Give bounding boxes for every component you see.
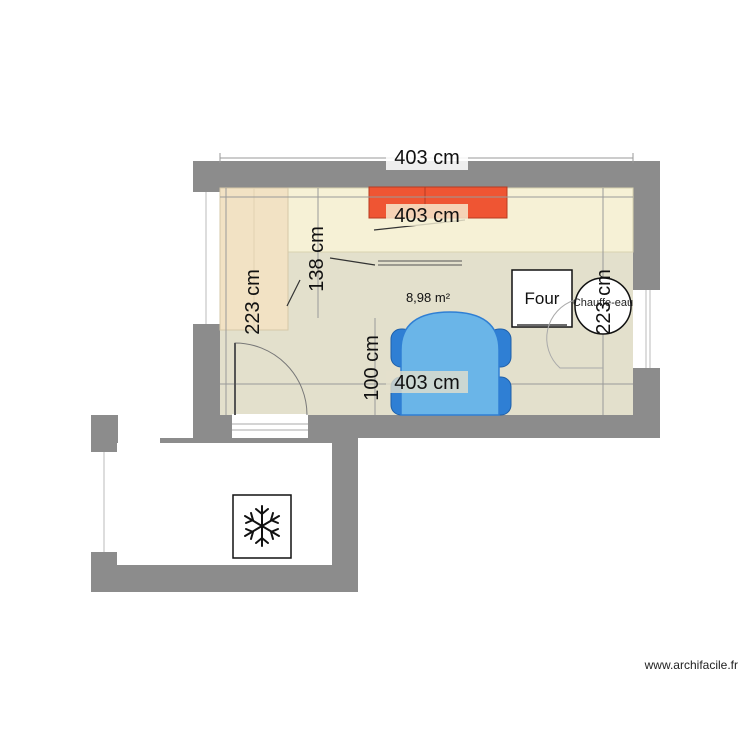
back-room-top-window xyxy=(118,415,160,443)
back-room-floor xyxy=(117,443,332,565)
dim-bottom-width: 403 cm xyxy=(394,372,460,394)
dim-left-height: 223 cm xyxy=(242,269,264,335)
water-heater-label: Chauffe-eau xyxy=(573,297,633,309)
dim-counter-width: 403 cm xyxy=(394,205,460,227)
oven-label: Four xyxy=(525,289,560,308)
footer-credit: www.archifacile.fr xyxy=(644,658,738,672)
oven xyxy=(511,269,573,328)
water-heater xyxy=(574,277,632,335)
dim-counter-depth: 138 cm xyxy=(306,226,328,292)
dining-table xyxy=(400,311,500,416)
dim-right-height: 223 cm xyxy=(593,269,615,335)
kitchen-doorway xyxy=(232,414,308,440)
snowflake-icon xyxy=(244,505,280,547)
dim-top-width: 403 cm xyxy=(394,147,460,169)
dim-table-depth: 100 cm xyxy=(361,335,383,401)
room-area: 8,98 m² xyxy=(406,290,451,305)
door-swing xyxy=(234,342,308,416)
